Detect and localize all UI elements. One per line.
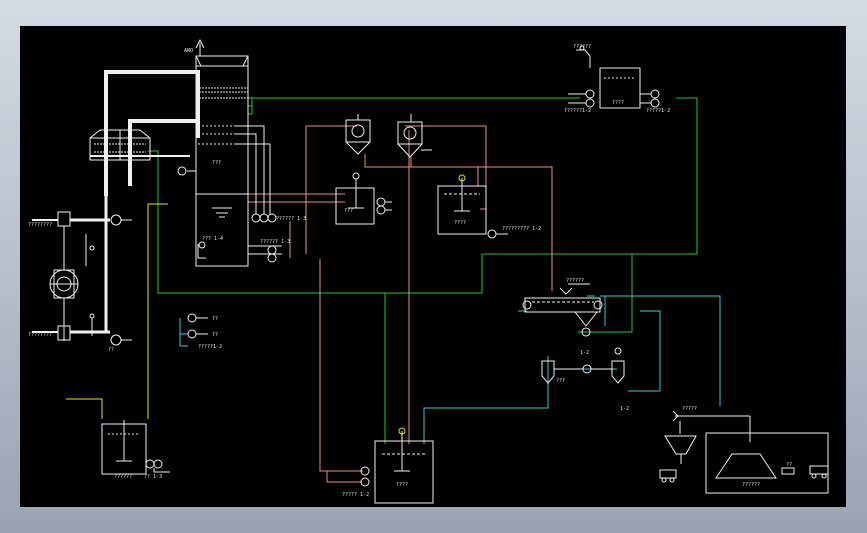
- cad-viewport[interactable]: ANO ??? ?????? 1-3 ?????? 1-3 ??? 1-4 ??…: [20, 26, 846, 507]
- booster-fan: [32, 196, 132, 346]
- diagram-labels: ANO ??? ?????? 1-3 ?????? 1-3 ??? 1-4 ??…: [28, 44, 792, 498]
- recirc-pump-label: ?????? 1-3: [260, 239, 290, 245]
- white-equipment: [32, 38, 829, 504]
- green-pipelines: [148, 97, 698, 444]
- top-pump-right-label: ?????1-2: [646, 108, 670, 114]
- heat-exchanger: [89, 129, 151, 176]
- cyclone-pump-label: 1-2: [620, 406, 629, 412]
- sump-pump-label: ?????1-2: [198, 344, 222, 350]
- cyclone-label: ???: [556, 378, 565, 384]
- absorber-label: ???: [212, 160, 221, 166]
- waste-tank-label: ????: [396, 482, 408, 488]
- sump-pumps: [187, 313, 208, 339]
- hydrocyclone-label: 1-2: [580, 350, 589, 356]
- waste-pump-label: ????? 1-2: [342, 492, 369, 498]
- filter-pump-label: ??: [212, 316, 218, 322]
- gypsum-storage[interactable]: [659, 410, 829, 494]
- lime-tank-label: ??????: [114, 474, 132, 480]
- top-tank-label: ????: [612, 100, 624, 106]
- belt-filter[interactable]: [522, 283, 603, 337]
- conveyor-label: ?????: [682, 406, 697, 412]
- top-cyclones: [345, 114, 432, 158]
- waste-tank: [360, 427, 434, 504]
- fgd-process-diagram: ANO ??? ?????? 1-3 ?????? 1-3 ??? 1-4 ??…: [28, 38, 829, 504]
- slurry-tank: [437, 174, 508, 239]
- inlet-label-bottom: ????????: [28, 332, 52, 338]
- mixer-label: ???: [344, 208, 353, 214]
- slurry-tank-label: ????: [454, 220, 466, 226]
- fan-label: ??: [108, 347, 114, 353]
- lime-pump-label: ?? 1-3: [144, 474, 162, 480]
- storage-label: ??????: [742, 482, 760, 488]
- oxidation-label: ??? 1-4: [202, 236, 223, 242]
- belt-filter-label: ??????: [566, 278, 584, 284]
- truck-label: ??: [786, 462, 792, 468]
- flue-outlet-label: ANO: [184, 48, 193, 54]
- filter-pump-label-2: ??: [212, 332, 218, 338]
- absorber-pump-label: ?????? 1-3: [276, 216, 306, 222]
- absorber-pumps: [197, 125, 282, 263]
- inlet-label-top: ????????: [28, 222, 52, 228]
- top-tank: [568, 45, 660, 109]
- cyan-pipelines: [179, 295, 721, 444]
- yellow-pipelines: [66, 203, 168, 419]
- hydrocyclone-station: [541, 347, 625, 384]
- mixer-tank: [335, 172, 392, 225]
- slurry-pump-label: ????????? 1-2: [502, 226, 541, 232]
- top-feeder-label: ??????: [573, 44, 591, 50]
- lime-tank: [101, 420, 170, 475]
- top-pump-left-label: ??????1-2: [564, 108, 591, 114]
